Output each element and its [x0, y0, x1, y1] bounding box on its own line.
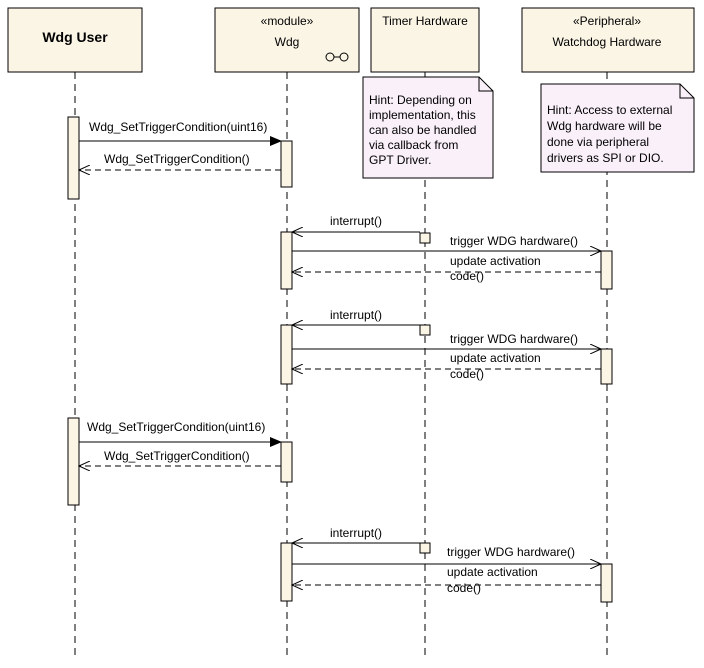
note-watchdog-line: drivers as SPI or DIO.: [547, 151, 664, 165]
message-trigger-hw-label: trigger WDG hardware(): [450, 332, 578, 346]
message-update-activation-code-label: code(): [450, 367, 484, 381]
participant-timer-name: Timer Hardware: [382, 14, 468, 28]
activation-wdg-user: [67, 417, 80, 506]
participant-wdg-user: Wdg User: [7, 7, 143, 73]
note-timer-line: GPT Driver.: [369, 153, 431, 167]
message-interrupt-label: interrupt(): [330, 308, 382, 322]
activation-wdg-user: [67, 116, 80, 200]
activation-wdg: [280, 542, 293, 602]
note-watchdog-hint: Hint: Access to external Wdg hardware wi…: [540, 83, 695, 173]
message-update-activation-code-label: code(): [447, 581, 481, 595]
message-set-trigger-call-label: Wdg_SetTriggerCondition(uint16): [89, 120, 267, 134]
note-timer-line: can also be handled: [369, 123, 476, 137]
participant-timer: Timer Hardware: [370, 7, 480, 73]
message-update-activation-label: update activation: [447, 565, 538, 579]
note-timer-line: Hint: Depending on: [369, 93, 472, 107]
activation-watchdog: [600, 250, 613, 290]
activation-wdg: [280, 231, 293, 290]
component-icon: [325, 52, 349, 62]
note-timer-line: implementation, this: [369, 108, 476, 122]
participant-watchdog-name: Watchdog Hardware: [553, 35, 662, 49]
activation-watchdog: [600, 563, 613, 603]
note-timer-line: via callback from: [369, 138, 458, 152]
message-update-activation-label: update activation: [450, 351, 541, 365]
activation-wdg: [280, 324, 293, 385]
participant-wdg-stereotype: «module»: [261, 14, 314, 28]
message-interrupt-label: interrupt(): [330, 214, 382, 228]
note-timer-hint: Hint: Depending on implementation, this …: [362, 76, 494, 179]
participant-watchdog-stereotype: «Peripheral»: [573, 14, 641, 28]
activation-wdg: [280, 441, 293, 483]
message-set-trigger-return-label: Wdg_SetTriggerCondition(): [104, 449, 250, 463]
activation-watchdog: [600, 348, 613, 385]
message-update-activation-label: update activation: [450, 254, 541, 268]
activation-timer: [419, 324, 431, 336]
participant-wdg-user-name: Wdg User: [42, 29, 108, 45]
message-set-trigger-call-label: Wdg_SetTriggerCondition(uint16): [87, 420, 265, 434]
activation-wdg: [280, 140, 293, 188]
message-set-trigger-return-label: Wdg_SetTriggerCondition(): [104, 152, 250, 166]
participant-watchdog: «Peripheral» Watchdog Hardware: [521, 7, 695, 73]
note-watchdog-line: Hint: Access to external: [547, 103, 672, 117]
participant-wdg-name: Wdg: [275, 35, 300, 49]
note-watchdog-line: done via peripheral: [547, 135, 649, 149]
participant-wdg: «module» Wdg: [214, 7, 360, 73]
activation-timer: [419, 542, 431, 554]
message-interrupt-label: interrupt(): [330, 526, 382, 540]
activation-timer: [419, 232, 431, 244]
note-watchdog-line: Wdg hardware will be: [547, 119, 662, 133]
message-trigger-hw-label: trigger WDG hardware(): [450, 234, 578, 248]
message-trigger-hw-label: trigger WDG hardware(): [447, 545, 575, 559]
message-update-activation-code-label: code(): [450, 269, 484, 283]
